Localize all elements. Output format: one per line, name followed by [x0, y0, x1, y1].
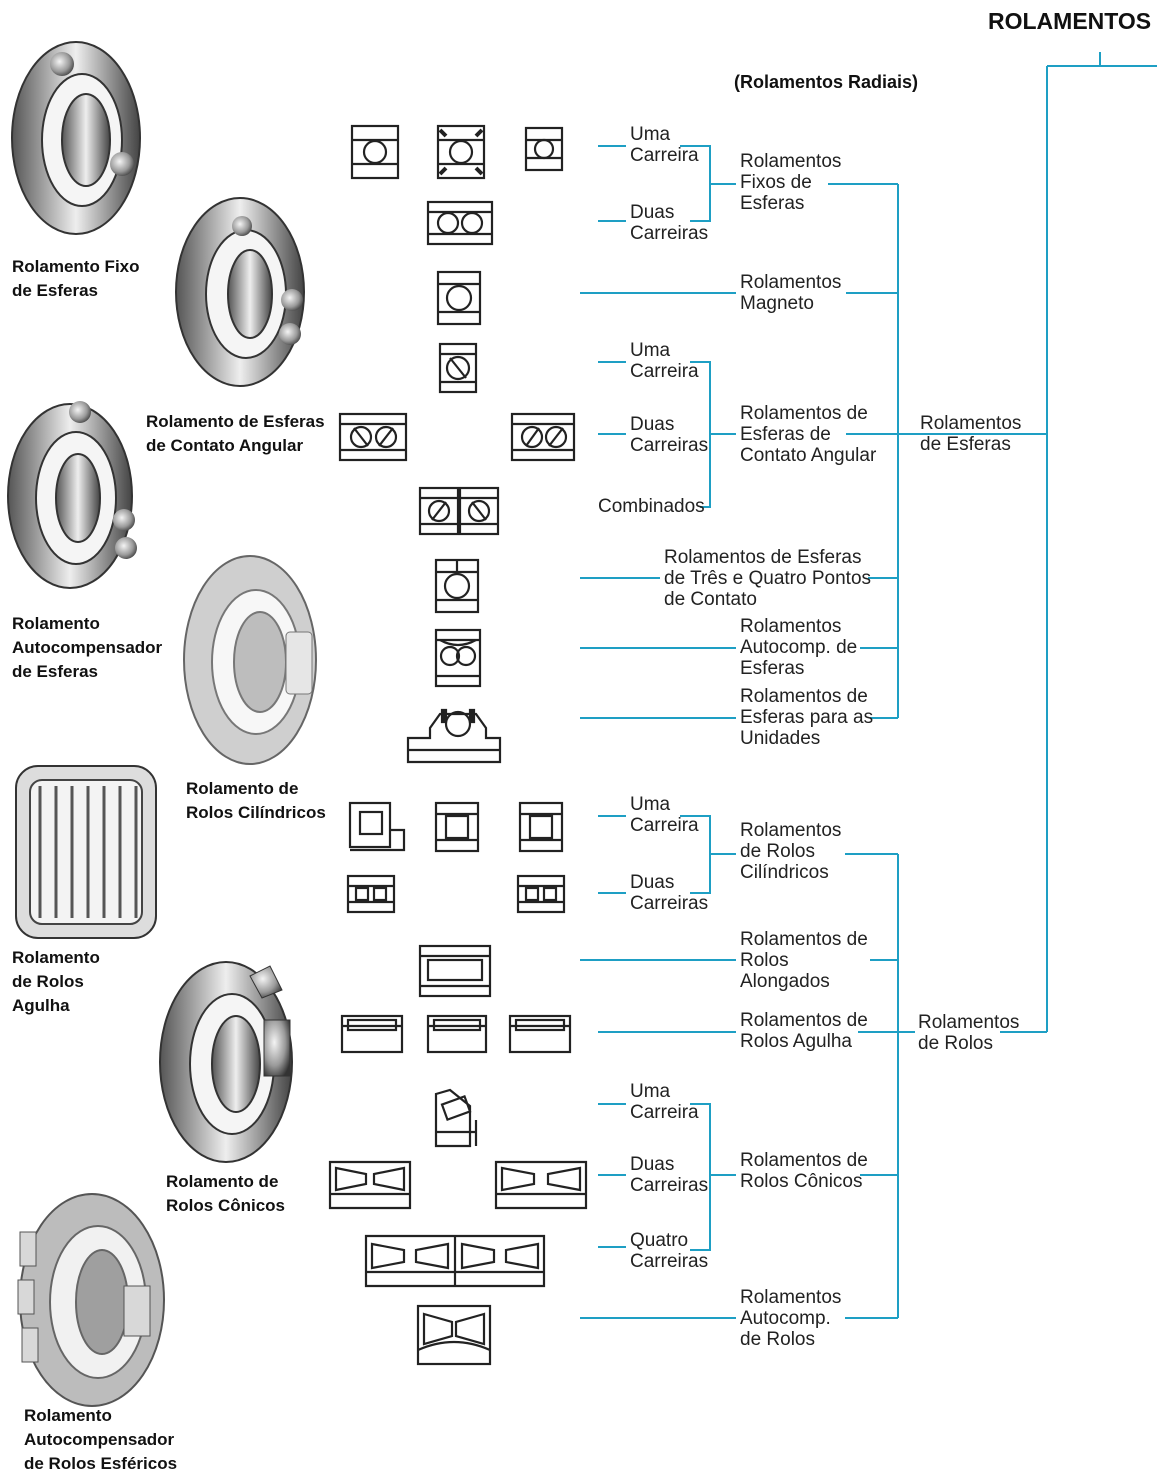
type-cilindricos: Rolamentos de Rolos Cilíndricos [740, 820, 841, 883]
bearing-photo-conicos [160, 962, 292, 1162]
diagram-title: ROLAMENTOS [988, 8, 1151, 35]
section-fixo-single-b [438, 126, 484, 178]
section-magneto [438, 272, 480, 324]
bearing-section-drawings [330, 126, 586, 1364]
type-tres-quatro-pontos: Rolamentos de Esferas de Três e Quatro P… [664, 547, 871, 610]
section-taper-four [366, 1236, 544, 1286]
caption-agulha: Rolamento de Rolos Agulha [12, 946, 100, 1018]
type-unidades: Rolamentos de Esferas para as Unidades [740, 686, 873, 749]
type-alongados: Rolamentos de Rolos Alongados [740, 929, 868, 992]
row-cil-duas: Duas Carreiras [630, 872, 708, 914]
section-spherical-roller [418, 1306, 490, 1364]
type-contato-angular: Rolamentos de Esferas de Contato Angular [740, 403, 876, 466]
row-ang-combinados: Combinados [598, 496, 705, 517]
bearing-photo-fixo [12, 42, 140, 234]
caption-cilindricos: Rolamento de Rolos Cilíndricos [186, 777, 326, 825]
row-cil-uma: Uma Carreira [630, 794, 699, 836]
section-needle-a [342, 1016, 402, 1052]
caption-contato-angular: Rolamento de Esferas de Contato Angular [146, 410, 325, 458]
section-cyl-b [436, 803, 478, 851]
type-autocomp-rolos: Rolamentos Autocomp. de Rolos [740, 1287, 841, 1350]
row-fixos-uma: Uma Carreira [630, 124, 699, 166]
section-fixo-double [428, 202, 492, 244]
row-con-duas: Duas Carreiras [630, 1154, 708, 1196]
bearing-photo-autocomp-esfericos [18, 1194, 164, 1406]
caption-autocomp-esferas: Rolamento Autocompensador de Esferas [12, 612, 162, 684]
section-cyl-c [520, 803, 562, 851]
section-taper-single [436, 1090, 476, 1146]
row-con-quatro: Quatro Carreiras [630, 1230, 708, 1272]
type-agulha: Rolamentos de Rolos Agulha [740, 1010, 868, 1052]
section-cyl-double-a [348, 876, 394, 912]
section-unit [408, 710, 500, 762]
group-esferas: Rolamentos de Esferas [920, 413, 1021, 455]
section-fixo-single-c [526, 128, 562, 170]
bearing-photo-cilindricos [184, 556, 316, 764]
section-angular-single [440, 344, 476, 392]
bearing-photo-agulha [16, 766, 156, 938]
section-angular-double-a [340, 414, 406, 460]
section-needle-c [510, 1016, 570, 1052]
section-long-roller [420, 946, 490, 996]
section-taper-double-a [330, 1162, 410, 1208]
diagram-subtitle: (Rolamentos Radiais) [734, 72, 918, 93]
caption-conicos: Rolamento de Rolos Cônicos [166, 1170, 285, 1218]
section-angular-combined [420, 488, 498, 534]
type-conicos: Rolamentos de Rolos Cônicos [740, 1150, 868, 1192]
section-four-point [436, 560, 478, 612]
caption-fixo: Rolamento Fixo de Esferas [12, 255, 140, 303]
section-angular-double-b [512, 414, 574, 460]
type-autocomp-esferas: Rolamentos Autocomp. de Esferas [740, 616, 857, 679]
row-fixos-duas: Duas Carreiras [630, 202, 708, 244]
row-ang-duas: Duas Carreiras [630, 414, 708, 456]
section-fixo-single-a [352, 126, 398, 178]
caption-autocomp-esfericos: Rolamento Autocompensador de Rolos Esfér… [24, 1404, 177, 1476]
group-rolos: Rolamentos de Rolos [918, 1012, 1019, 1054]
section-needle-b [428, 1016, 486, 1052]
section-cyl-a [350, 803, 404, 850]
bearing-photo-autocomp-esferas [8, 401, 137, 588]
bearing-photo-contato-angular [176, 198, 304, 386]
section-taper-double-b [496, 1162, 586, 1208]
section-self-aligning-ball [436, 630, 480, 686]
row-con-uma: Uma Carreira [630, 1081, 699, 1123]
type-magneto: Rolamentos Magneto [740, 272, 841, 314]
row-ang-uma: Uma Carreira [630, 340, 699, 382]
type-fixos: Rolamentos Fixos de Esferas [740, 151, 841, 214]
section-cyl-double-b [518, 876, 564, 912]
